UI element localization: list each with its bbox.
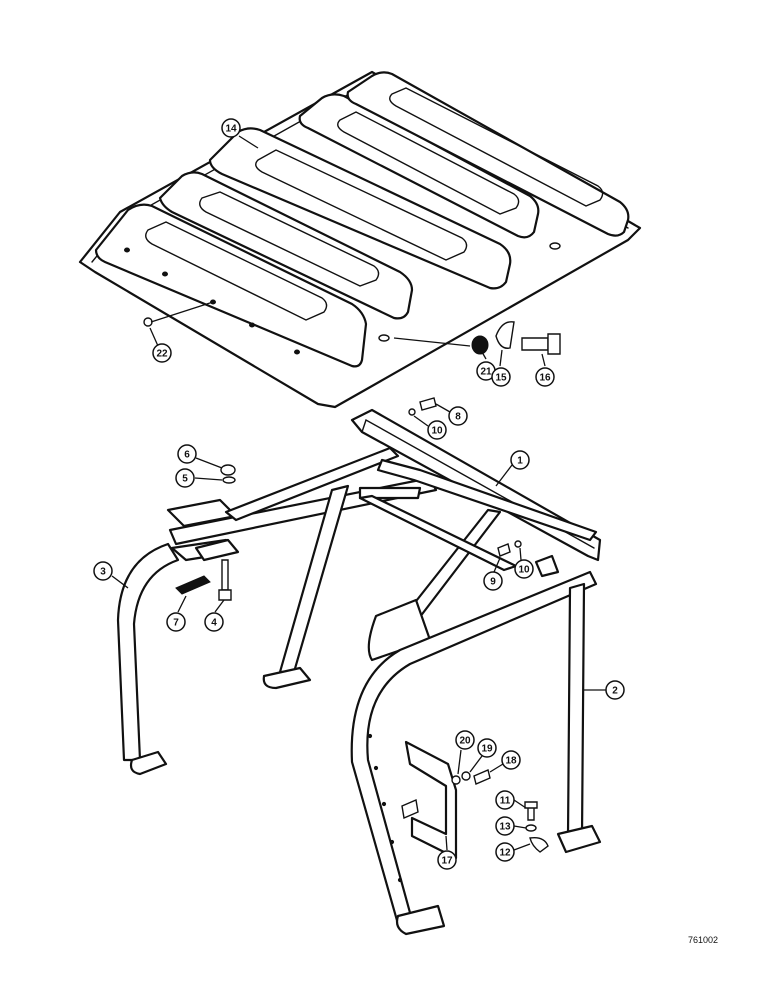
- callout-label: 19: [481, 744, 493, 755]
- callout-label: 8: [455, 412, 461, 423]
- callout-label: 15: [495, 373, 507, 384]
- callout-label: 14: [225, 124, 237, 135]
- callout-label: 3: [100, 567, 106, 578]
- callout-19: 19: [477, 738, 497, 758]
- callout-18: 18: [501, 750, 521, 770]
- mount-bracket: [401, 740, 458, 860]
- callout-label: 6: [184, 450, 190, 461]
- callout-label: 1: [517, 456, 523, 467]
- callout-label: 17: [441, 856, 453, 867]
- drawing-number: 761002: [688, 935, 718, 945]
- callout-1: 1: [510, 450, 530, 470]
- hardware: [143, 317, 561, 853]
- callout-20: 20: [455, 730, 475, 750]
- leader-lines: [111, 135, 606, 851]
- callout-5: 5: [175, 468, 195, 488]
- callout-label: 21: [480, 367, 492, 378]
- callout-16: 16: [535, 367, 555, 387]
- callout-15: 15: [491, 367, 511, 387]
- callout-10-lower: 10: [514, 559, 534, 579]
- callout-2: 2: [605, 680, 625, 700]
- callout-label: 12: [499, 848, 511, 859]
- roof-panel: [78, 70, 642, 409]
- callout-14: 14: [221, 118, 241, 138]
- callout-label: 16: [539, 373, 551, 384]
- callout-label: 2: [612, 686, 618, 697]
- callout-label: 22: [156, 349, 168, 360]
- callout-label: 20: [459, 736, 471, 747]
- callout-22: 22: [152, 343, 172, 363]
- callout-12: 12: [495, 842, 515, 862]
- callout-4: 4: [204, 612, 224, 632]
- callout-label: 11: [500, 796, 511, 807]
- callout-label: 4: [211, 618, 217, 629]
- callout-8: 8: [448, 406, 468, 426]
- left-roll-bar: [116, 538, 240, 776]
- callout-17: 17: [437, 850, 457, 870]
- callout-7: 7: [166, 612, 186, 632]
- callout-label: 10: [431, 426, 443, 437]
- callout-9: 9: [483, 571, 503, 591]
- callout-label: 5: [182, 474, 188, 485]
- callout-label: 10: [518, 565, 530, 576]
- callout-11: 11: [495, 790, 515, 810]
- callout-6: 6: [177, 444, 197, 464]
- callout-13: 13: [495, 816, 515, 836]
- callout-label: 9: [490, 577, 496, 588]
- callout-label: 13: [499, 822, 511, 833]
- callout-label: 7: [173, 618, 179, 629]
- callout-label: 18: [505, 756, 517, 767]
- callout-3: 3: [93, 561, 113, 581]
- callout-10-top: 10: [427, 420, 447, 440]
- right-roll-bar: [350, 570, 602, 936]
